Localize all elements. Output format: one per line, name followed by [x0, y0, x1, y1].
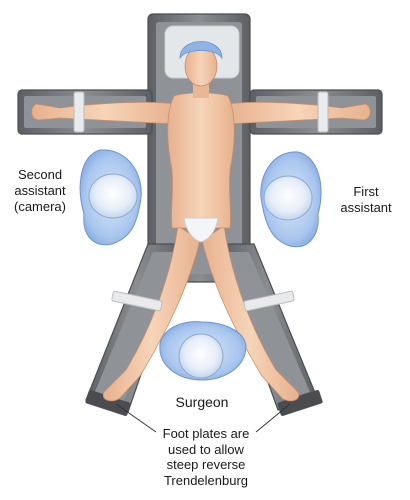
- left-leg-pad: [94, 252, 180, 402]
- left-leg-strap: [111, 290, 163, 312]
- patient: [31, 41, 371, 402]
- left-leg: [102, 225, 201, 402]
- second-assistant-head-icon: [88, 173, 138, 219]
- leader-line-right: [255, 403, 291, 433]
- groin-drape: [183, 217, 219, 243]
- surgeon-label: Surgeon: [175, 394, 229, 410]
- right-arm: [225, 101, 371, 125]
- torso: [167, 92, 235, 229]
- surgeon-figure: [159, 321, 247, 381]
- second-assistant-label: Second assistant (camera): [13, 167, 66, 214]
- left-foot-plate: [85, 390, 131, 416]
- surgeon-head-icon: [178, 333, 224, 379]
- second-assistant-figure: [79, 149, 142, 246]
- right-leg-strap: [243, 290, 295, 312]
- right-foot-plate: [277, 390, 323, 416]
- first-assistant-label: First assistant: [340, 184, 392, 215]
- left-arm: [31, 101, 177, 125]
- right-leg-pad: [224, 252, 310, 400]
- foot-plates-note: Foot plates are used to allow steep reve…: [162, 426, 250, 488]
- first-assistant-head-icon: [263, 175, 313, 221]
- leader-line-left: [115, 403, 157, 433]
- patient-cap-icon: [179, 41, 223, 60]
- right-leg: [201, 225, 300, 402]
- first-assistant-figure: [260, 151, 322, 248]
- right-arm-strap: [317, 91, 329, 133]
- neck: [193, 82, 209, 98]
- left-arm-strap: [73, 91, 85, 133]
